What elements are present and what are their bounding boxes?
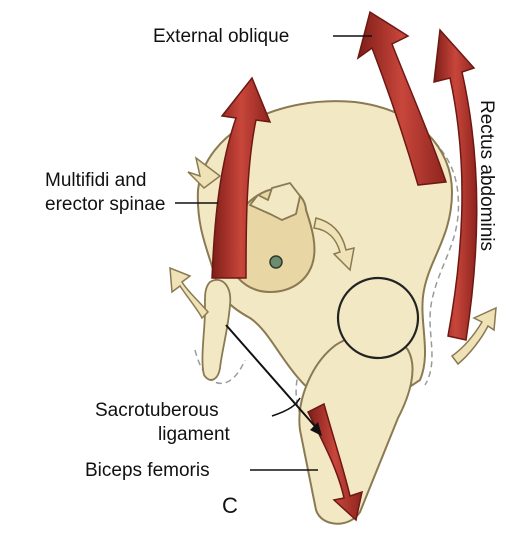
label-sacrotuberous-line2: ligament [158,424,231,445]
rotation-arrow-right-down [313,217,355,272]
rectus-abdominis-muscle [433,28,478,341]
panel-letter: C [222,493,238,518]
label-multifidi-line1: Multifidi and [45,170,146,191]
erector-spinae-muscle [211,76,272,279]
label-rectus-abdominis: Rectus abdominis [476,100,497,251]
label-multifidi-line2: erector spinae [45,194,165,215]
pelvis-outline-dashed [194,105,460,451]
rotation-arrow-left [169,266,210,320]
biceps-femoris-muscle [306,402,364,522]
label-biceps-femoris: Biceps femoris [85,460,210,481]
rotation-arrow-lower-right [450,306,497,366]
rotation-arrows [169,156,497,366]
coccyx-bone [201,279,232,381]
label-sacrotuberous-line1: Sacrotuberous [95,400,219,421]
label-external-oblique: External oblique [153,26,289,47]
rotation-axis-dot [269,255,283,269]
lumbar-vertebra [248,181,301,221]
femoral-head [336,276,420,360]
leader-sacrotuberous [271,397,301,417]
rotation-arrow-upper-left [187,156,222,189]
external-oblique-muscle [356,10,448,186]
ligament-arrowhead [310,422,322,436]
sacrotuberous-ligament-line [225,324,322,436]
